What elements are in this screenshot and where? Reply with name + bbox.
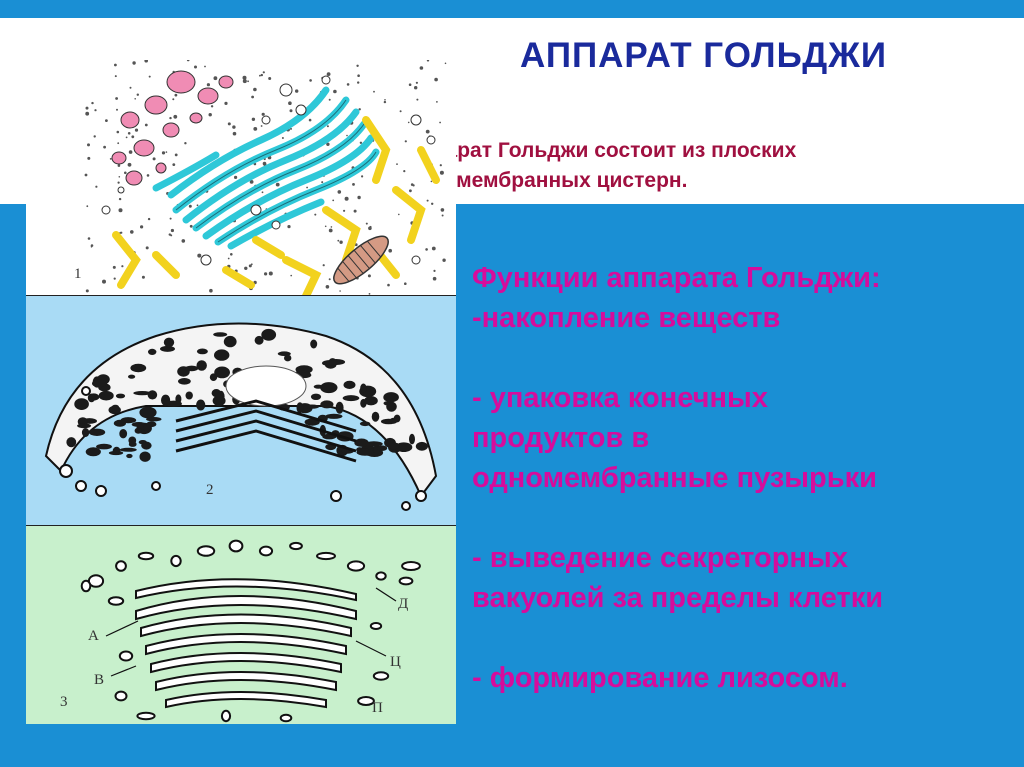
function-item-2-line-3: одномембранные пузырьки: [472, 462, 877, 494]
figure-2-drawing: 2: [26, 296, 456, 526]
figure-3-number: 3: [60, 694, 68, 710]
figure-1-drawing: 1: [26, 60, 456, 296]
functions-list: Функции аппарата Гольджи: -накопление ве…: [472, 258, 1012, 698]
subtitle-line-2: одномембранных цистерн.: [405, 169, 688, 192]
figure-1-golgi-colored: 1: [26, 60, 456, 296]
label-d: Д: [398, 596, 408, 612]
slide-title: АППАРАТ ГОЛЬДЖИ: [520, 36, 888, 75]
functions-panel: [455, 210, 1024, 730]
figure-2-golgi-3d: 2: [26, 296, 456, 526]
functions-heading: Функции аппарата Гольджи:: [472, 262, 881, 294]
function-item-3-line-2: вакуолей за пределы клетки: [472, 582, 884, 614]
function-item-2-line-1: - упаковка конечных: [472, 382, 768, 414]
figure-1-number: 1: [74, 266, 82, 282]
top-band: [0, 0, 1024, 18]
figure-3-drawing: А В Д Ц П 3: [26, 526, 456, 724]
function-item-1: -накопление веществ: [472, 302, 781, 334]
slide-subtitle: Аппарат Гольджи состоит из плоских одном…: [405, 136, 965, 196]
function-item-2-line-2: продуктов в: [472, 422, 650, 454]
subtitle-line-1: Аппарат Гольджи состоит из плоских: [405, 139, 797, 162]
function-item-4: - формирование лизосом.: [472, 662, 848, 694]
label-p: П: [372, 700, 383, 716]
label-c: Ц: [390, 654, 401, 670]
figure-3-golgi-schematic: А В Д Ц П 3: [26, 526, 456, 724]
function-item-3-line-1: - выведение секреторных: [472, 542, 848, 574]
label-a: А: [88, 628, 99, 644]
label-b: В: [94, 672, 104, 688]
figure-2-number: 2: [206, 482, 214, 498]
